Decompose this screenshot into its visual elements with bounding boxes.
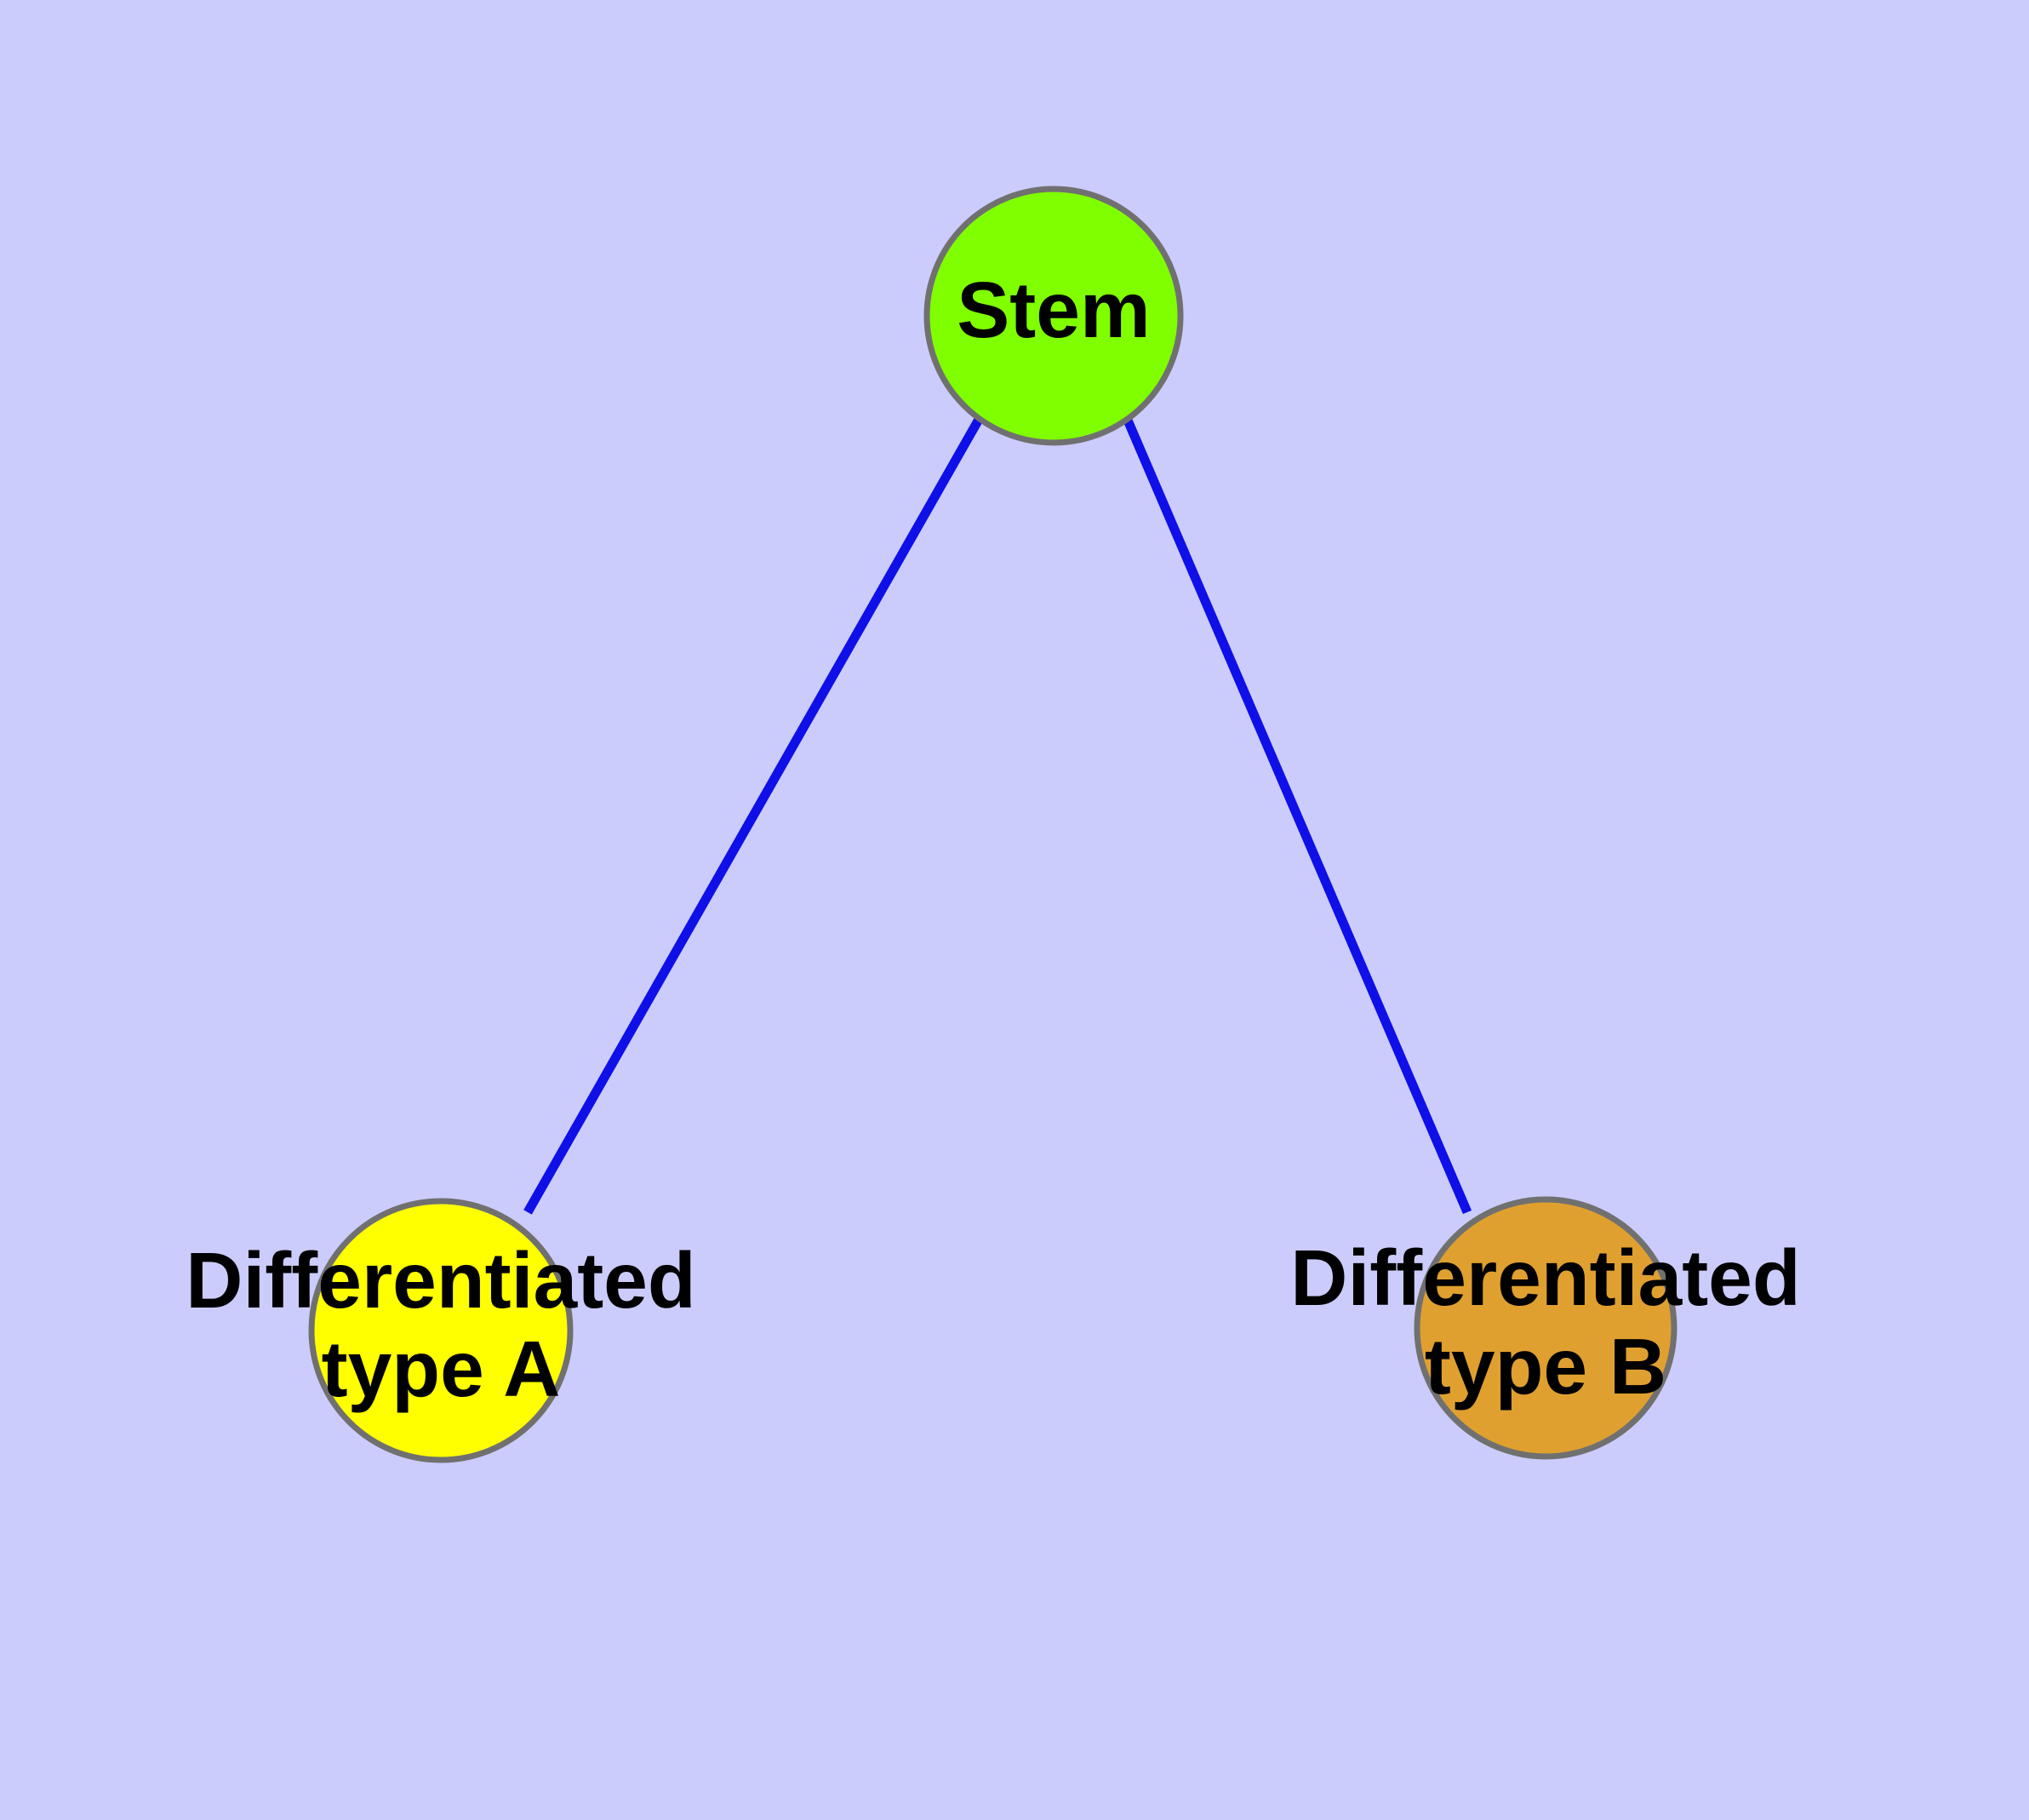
node-diff-b[interactable] <box>1414 1196 1677 1460</box>
node-label-line: type A <box>322 1325 561 1413</box>
node-label-stem: Stem <box>957 266 1150 354</box>
node-diff-a[interactable] <box>308 1198 574 1463</box>
edges-layer <box>523 414 1472 1215</box>
edge-stem-to-diff-b[interactable] <box>1121 414 1472 1215</box>
node-label-line: Differentiated <box>1290 1233 1800 1321</box>
node-label-line: Stem <box>957 266 1150 354</box>
node-stem[interactable] <box>923 186 1184 446</box>
node-label-line: type B <box>1425 1322 1666 1411</box>
edge-stem-to-diff-a[interactable] <box>523 415 984 1215</box>
node-label-line: Differentiated <box>186 1235 695 1324</box>
nodes-layer <box>308 186 1677 1463</box>
